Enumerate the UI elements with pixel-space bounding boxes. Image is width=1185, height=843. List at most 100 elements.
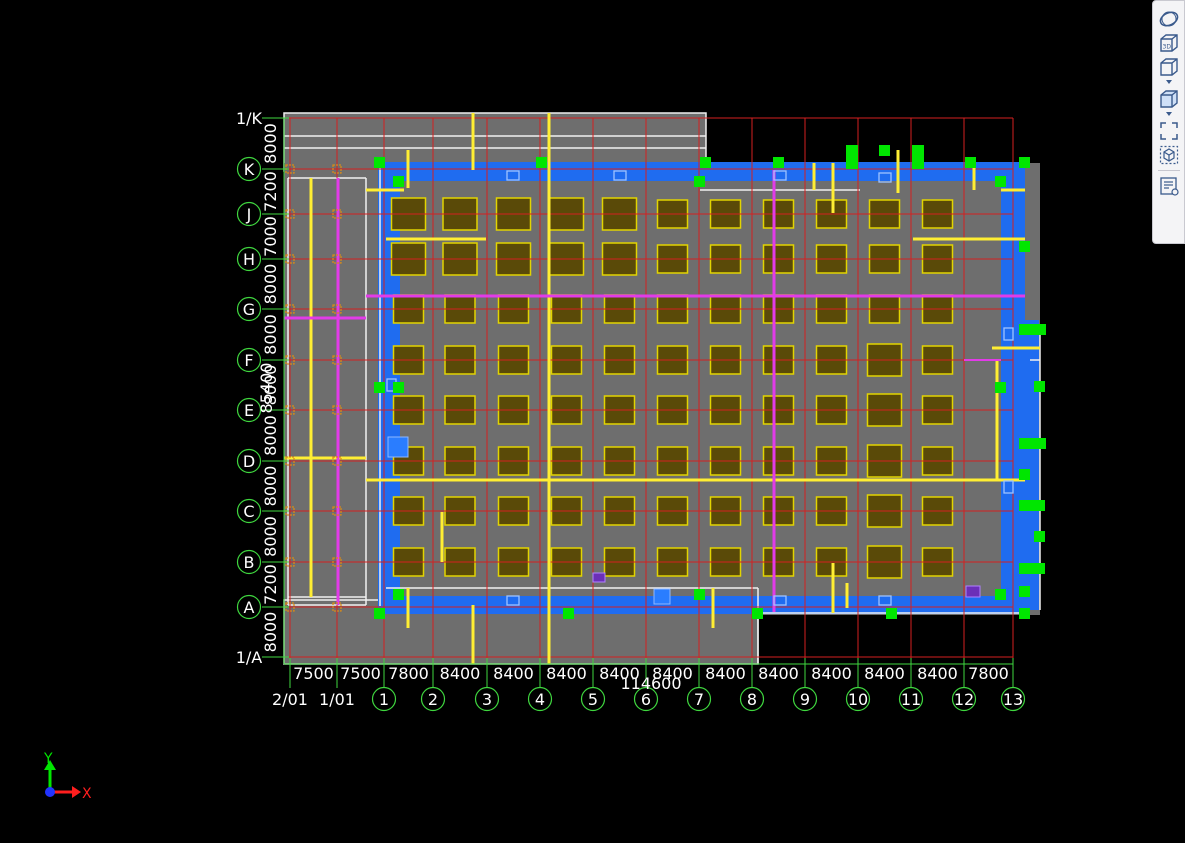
row-span-label: 7200	[261, 171, 280, 212]
grid-lines	[284, 117, 1014, 664]
properties-panel-icon	[1159, 177, 1179, 196]
wing-marker	[332, 304, 342, 314]
row-axis-label: D	[243, 452, 255, 471]
axis-x-label: X	[82, 786, 92, 802]
column-axis-11: 11 8400	[898, 658, 958, 712]
wing-marker	[332, 209, 342, 219]
cube-3d-icon: 3D	[1159, 34, 1178, 52]
column-axis-label: 12	[954, 690, 974, 709]
beams-magenta	[284, 170, 1025, 612]
column-axis-label: 5	[588, 690, 598, 709]
wing-marker	[332, 355, 342, 365]
section-box-button[interactable]	[1156, 143, 1182, 167]
column-span-label: 8400	[917, 664, 958, 683]
orbit-button[interactable]	[1156, 7, 1182, 31]
row-axis-label: 1/K	[236, 109, 263, 128]
row-axis-label: B	[244, 553, 255, 572]
row-span-label: 8000	[261, 516, 280, 557]
column-axis-label: 11	[901, 690, 921, 709]
svg-text:3D: 3D	[1162, 44, 1171, 51]
row-span-label: 8000	[261, 612, 280, 653]
row-span-label: 8000	[261, 466, 280, 507]
wing-marker	[332, 602, 342, 612]
row-axis-label: K	[244, 160, 255, 179]
row-axis-label: C	[243, 502, 254, 521]
properties-button[interactable]	[1156, 174, 1182, 198]
row-span-label: 7200	[261, 564, 280, 605]
support-markers	[374, 145, 1046, 619]
column-span-label: 8400	[652, 664, 693, 683]
column-axis-label: 1	[379, 690, 389, 709]
row-span-label: 8000	[261, 365, 280, 406]
column-span-label: 8400	[440, 664, 481, 683]
column-axis-label: 4	[535, 690, 545, 709]
row-axis-K: K 7200	[236, 156, 289, 212]
column-span-label: 8400	[705, 664, 746, 683]
row-span-label: 8000	[261, 264, 280, 305]
total-width-label: 114600	[620, 674, 681, 693]
view-3d-button[interactable]: 3D	[1156, 31, 1182, 55]
wing-marker	[332, 254, 342, 264]
column-span-label: 7800	[388, 664, 429, 683]
orbit-icon	[1159, 11, 1178, 27]
wing-marker	[332, 506, 342, 516]
row-axis-label: G	[243, 300, 255, 319]
view-toolbar: 3D	[1152, 0, 1185, 244]
row-axis-1-A: 1/A	[236, 648, 289, 667]
view-preset-button[interactable]	[1156, 55, 1182, 79]
column-axis-label: 8	[747, 690, 757, 709]
axis-y-label: Y	[43, 751, 53, 767]
column-axis-label: 10	[848, 690, 868, 709]
column-axis-label: 3	[482, 690, 492, 709]
column-span-label: 8400	[599, 664, 640, 683]
row-axis-label: 1/A	[236, 648, 263, 667]
row-span-label: 8000	[261, 123, 280, 164]
column-axis-label: 7	[694, 690, 704, 709]
column-axis-label: 2/01	[272, 690, 308, 709]
row-axis-F: F 8000	[236, 347, 289, 406]
row-axis-label: E	[244, 401, 254, 420]
column-span-label: 8400	[546, 664, 587, 683]
column-axis-label: 9	[800, 690, 810, 709]
row-span-label: 8000	[261, 415, 280, 456]
openings	[386, 170, 1014, 606]
column-span-label: 7500	[340, 664, 381, 683]
display-style-caret-icon[interactable]	[1165, 112, 1172, 116]
cube-solid-icon	[1159, 90, 1178, 108]
column-span-label: 8400	[493, 664, 534, 683]
row-axis-A: A 8000	[236, 594, 289, 653]
column-axis-12: 12 7800	[951, 658, 1009, 712]
wing-marker	[332, 405, 342, 415]
toolbar-separator	[1157, 170, 1180, 171]
fit-view-button[interactable]	[1156, 119, 1182, 143]
row-span-label: 7000	[261, 216, 280, 257]
row-axis-label: A	[244, 598, 255, 617]
column-axis-label: 2	[428, 690, 438, 709]
cube-outline-icon	[1159, 58, 1178, 76]
column-span-label: 8400	[758, 664, 799, 683]
view-preset-caret-icon[interactable]	[1165, 80, 1172, 84]
column-axis-label: 1/01	[319, 690, 355, 709]
display-style-button[interactable]	[1156, 87, 1182, 111]
row-axis-D: D 8000	[236, 448, 289, 507]
row-axis-C: C 8000	[236, 498, 289, 557]
axis-indicator: Y X	[43, 751, 92, 802]
section-box-icon	[1159, 145, 1178, 165]
column-span-label: 8400	[811, 664, 852, 683]
column-span-label: 7800	[968, 664, 1009, 683]
row-axis-label: F	[244, 351, 253, 370]
